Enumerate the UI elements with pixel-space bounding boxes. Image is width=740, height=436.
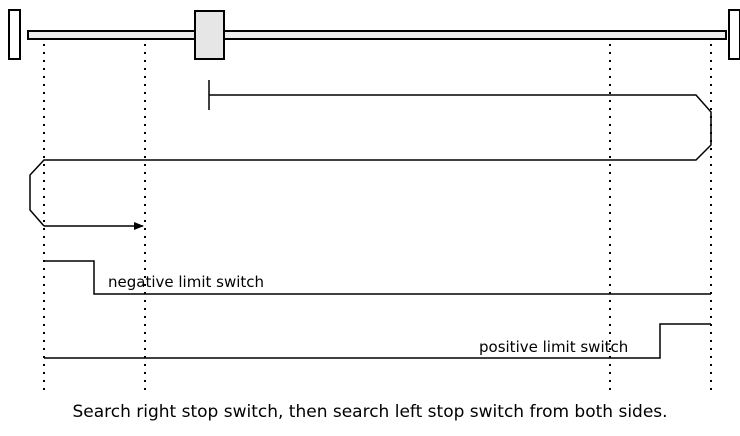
right-end-stop bbox=[728, 9, 740, 60]
negative-limit-switch-label: negative limit switch bbox=[108, 273, 264, 291]
negative-limit-switch-signal bbox=[44, 260, 711, 295]
positive-limit-switch-label: positive limit switch bbox=[479, 338, 628, 356]
left-end-stop bbox=[8, 9, 21, 60]
diagram-caption: Search right stop switch, then search le… bbox=[72, 402, 668, 422]
carriage bbox=[194, 10, 225, 60]
motion-path-search bbox=[29, 94, 712, 227]
positive-limit-switch-signal bbox=[44, 323, 711, 359]
rail bbox=[27, 30, 727, 40]
